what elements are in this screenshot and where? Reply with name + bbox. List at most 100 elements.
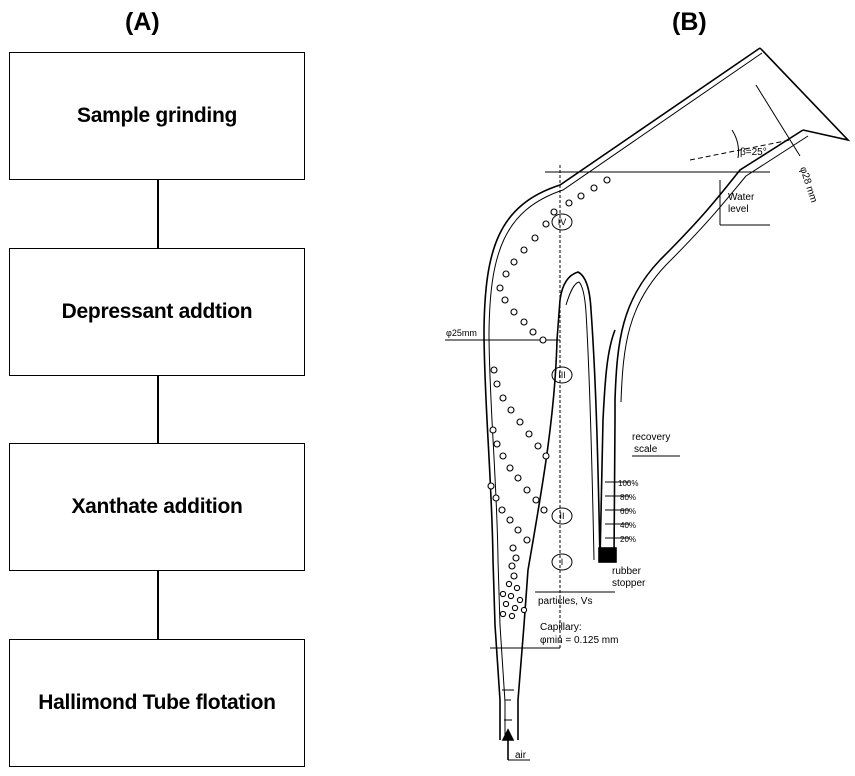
recovery-label-1: recovery [632, 432, 670, 443]
bubble [516, 596, 524, 604]
annotations: β=25° φ28 mm Water level φ25mm recovery … [446, 147, 819, 761]
bubble [520, 606, 528, 614]
outer-left-wall [483, 47, 761, 740]
outer-right-lower-wall [517, 299, 561, 740]
bubble [539, 336, 547, 344]
bubble [523, 486, 531, 494]
bubble [577, 192, 585, 200]
bubble [506, 516, 514, 524]
scale-20-label: 20% [620, 535, 636, 544]
bubble [507, 592, 515, 600]
bubble [492, 494, 500, 502]
panel-b-label: (B) [672, 8, 707, 36]
outer-right-upper-wall-inner [620, 135, 809, 403]
step-xanthate-addition: Xanthate addition [9, 443, 305, 571]
scale-100-label: 100% [618, 479, 638, 488]
outer-left-wall-inner [488, 52, 763, 740]
bubbles [487, 176, 611, 620]
outlet-diameter-label: φ28 mm [797, 166, 819, 205]
bubble [514, 474, 522, 482]
bubble [514, 526, 522, 534]
connector-2 [157, 376, 159, 443]
bubble [505, 580, 513, 588]
outer-right-upper-wall [614, 129, 804, 401]
bubble [540, 506, 548, 514]
bubble [489, 426, 497, 434]
bubble [496, 284, 504, 292]
recovery-tube-right [613, 400, 616, 561]
capillary-stem [502, 689, 514, 721]
scale-80-label: 80% [620, 493, 636, 502]
bubble [499, 452, 507, 460]
bubble [509, 544, 517, 552]
bubble [502, 270, 510, 278]
bubble [531, 234, 539, 242]
dimension-lines [445, 129, 791, 650]
bubble [493, 440, 501, 448]
zone-i: I [561, 557, 564, 567]
zone-iv: IV [558, 217, 567, 227]
zone-markers [551, 213, 573, 571]
water-level-label-2: level [728, 204, 749, 215]
zone-ii: II [559, 511, 564, 521]
bubble [520, 318, 528, 326]
bubble [506, 464, 514, 472]
rubber-stopper-shape [598, 547, 617, 563]
bubble [590, 184, 598, 192]
scale-60-label: 60% [620, 507, 636, 516]
bubble [501, 296, 509, 304]
capillary-label-1: Capillary: [540, 622, 582, 633]
bubble [487, 482, 495, 490]
recovery-label-2: scale [634, 444, 658, 455]
particles-label: particles, Vs [538, 596, 592, 607]
angle-reference [689, 139, 791, 161]
outlet-diameter-line [755, 84, 801, 157]
connector-1 [157, 180, 159, 248]
tube-walls [483, 47, 851, 761]
scale-40-label: 40% [620, 521, 636, 530]
bubble [529, 328, 537, 336]
bubble [510, 308, 518, 316]
bubble [508, 612, 516, 620]
zone-iii: III [558, 370, 566, 380]
bubble [523, 536, 531, 544]
capillary-label-2: φmin = 0.125 mm [540, 635, 618, 646]
connector-3 [157, 571, 159, 639]
collector-tube-inner [565, 281, 595, 561]
step-hallimond-flotation: Hallimond Tube flotation [9, 639, 305, 767]
water-level-label-1: Water [728, 192, 755, 203]
tube-diameter-label: φ25mm [446, 328, 477, 338]
step-depressant-addition: Depressant addtion [9, 248, 305, 376]
bubble [603, 176, 611, 184]
bubble [510, 258, 518, 266]
bubble [499, 590, 507, 598]
bubble [499, 394, 507, 402]
outlet-end [759, 47, 851, 142]
bubble [565, 199, 573, 207]
bubble [507, 406, 515, 414]
angle-arc [731, 129, 739, 159]
bubble [490, 366, 498, 374]
air-label: air [515, 750, 527, 761]
rubber-stopper-label-1: rubber [612, 566, 642, 577]
rubber-stopper-label-2: stopper [612, 578, 646, 589]
bubble [493, 380, 501, 388]
bubble [508, 562, 516, 570]
bubble [502, 600, 510, 608]
bubble [499, 610, 507, 618]
bubble [513, 584, 521, 592]
angle-label: β=25° [740, 147, 767, 158]
bubble [511, 604, 519, 612]
bubble [520, 246, 528, 254]
bubble [542, 220, 550, 228]
bubble [534, 442, 542, 450]
bubble [550, 208, 558, 216]
air-arrow-head [501, 728, 515, 741]
collector-tube-outer [559, 271, 601, 561]
bubble [512, 554, 520, 562]
step-sample-grinding: Sample grinding [9, 52, 305, 180]
bubble [498, 506, 506, 514]
recovery-tube-left [599, 329, 616, 561]
bubble [510, 572, 518, 580]
